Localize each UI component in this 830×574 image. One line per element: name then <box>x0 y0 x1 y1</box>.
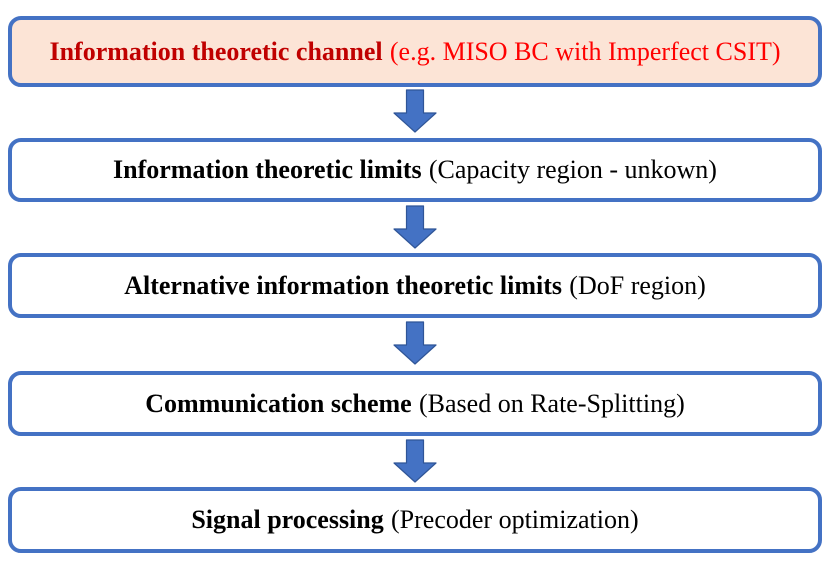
flow-step-communication-scheme: Communication scheme (Based on Rate-Spli… <box>8 371 822 436</box>
step-detail: (DoF region) <box>569 270 706 300</box>
step-detail: (e.g. MISO BC with Imperfect CSIT) <box>389 36 781 66</box>
step-title: Communication scheme <box>145 388 412 418</box>
step-title: Information theoretic channel <box>49 36 383 66</box>
down-arrow-icon <box>393 439 437 483</box>
step-detail: (Based on Rate-Splitting) <box>419 388 685 418</box>
step-detail: (Capacity region - unkown) <box>428 155 717 184</box>
flow-step-information-theoretic-channel: Information theoretic channel (e.g. MISO… <box>8 16 822 87</box>
down-arrow-icon <box>393 89 437 133</box>
down-arrow-icon <box>393 205 437 249</box>
step-title: Information theoretic limits <box>113 155 422 184</box>
flow-step-information-theoretic-limits: Information theoretic limits (Capacity r… <box>8 138 822 202</box>
flow-step-signal-processing: Signal processing (Precoder optimization… <box>8 487 822 553</box>
step-title: Signal processing <box>191 505 384 534</box>
down-arrow-icon <box>393 321 437 365</box>
flow-step-alternative-information-theoretic-limits: Alternative information theoretic limits… <box>8 253 822 318</box>
step-detail: (Precoder optimization) <box>391 505 639 534</box>
step-title: Alternative information theoretic limits <box>124 270 563 300</box>
